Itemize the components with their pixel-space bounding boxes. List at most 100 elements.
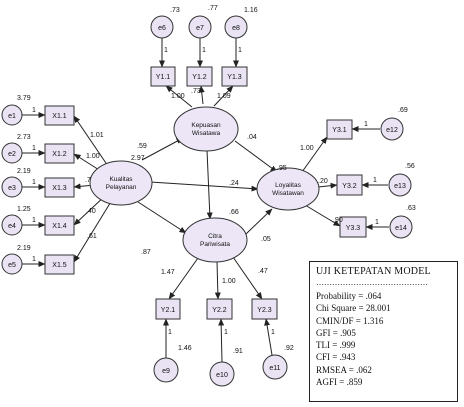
label-e12: e12: [386, 127, 398, 134]
variance-e5: 2.19: [17, 245, 31, 252]
loading-y3-2: .20: [318, 178, 328, 185]
loading-x3: .7: [85, 177, 91, 184]
error-e9: [153, 357, 179, 383]
label-e9: e9: [162, 368, 170, 375]
fit-rmsea: RMSEA = .062: [316, 364, 372, 375]
fixed-one-e5: 1: [32, 256, 36, 263]
err-arrow-e10: [218, 318, 225, 363]
latent-cp-line1: Citra: [208, 233, 222, 240]
load-y1-2: [198, 85, 205, 105]
error-e1: [1, 104, 23, 126]
variance-e1: 3.79: [17, 95, 31, 102]
loading-y2-3: .47: [258, 268, 268, 275]
latent-kp-line2: Pelayanan: [106, 184, 137, 191]
label-y1-1: Y1.1: [156, 74, 171, 81]
fixed-one-e13: 1: [373, 177, 377, 184]
label-y1-3: Y1.3: [227, 74, 242, 81]
error-e10: [209, 361, 235, 387]
variance-e13: .56: [405, 163, 415, 170]
fixed-one-e3: 1: [32, 179, 36, 186]
fixed-one-e6: 1: [164, 47, 168, 54]
label-e1: e1: [8, 113, 16, 120]
loading-y3-3: .90: [333, 217, 343, 224]
latent-cp-line2: Pariwisata: [200, 241, 230, 248]
label-y3-3: Y3.3: [346, 225, 361, 232]
label-e2: e2: [8, 151, 16, 158]
label-x1-5: X1.5: [52, 262, 67, 269]
error-e14: [389, 215, 413, 239]
error-e11: [262, 354, 288, 380]
load-x1: [73, 115, 111, 170]
label-e3: e3: [8, 185, 16, 192]
variance-e4: 1.25: [17, 206, 31, 213]
loading-y1-2: .73: [191, 88, 201, 95]
path-cp-lw: [245, 208, 273, 235]
latent-loyalitas-wisatawan: [256, 167, 320, 211]
latent-lw-line2: Wisatawan: [272, 190, 304, 197]
load-y2-2: [214, 260, 221, 300]
loading-y2-1: 1.47: [161, 269, 175, 276]
variance-e6: .73: [170, 7, 180, 14]
latent-kp-line1: Kualitas: [109, 176, 133, 183]
fixed-one-e1: 1: [32, 107, 36, 114]
r2-citra: .66: [229, 209, 239, 216]
fit-probability: Probability = .064: [316, 291, 382, 301]
label-y2-3: Y2.3: [257, 307, 272, 314]
variance-e7: .77: [208, 5, 218, 12]
error-e13: [388, 173, 412, 197]
label-x1-2: X1.2: [52, 151, 67, 158]
label-e5: e5: [8, 262, 16, 269]
fixed-one-e4: 1: [32, 217, 36, 224]
variance-e14: .63: [406, 205, 416, 212]
fixed-one-e14: 1: [375, 219, 379, 226]
label-e10: e10: [216, 372, 228, 379]
label-y3-2: Y3.2: [342, 183, 357, 190]
error-e2: [1, 142, 23, 164]
variance-e12: .69: [398, 107, 408, 114]
path-kp-cp: [137, 201, 187, 234]
variance-e3: 2.19: [17, 168, 31, 175]
path-kp-kw-estimate: .59: [137, 143, 147, 150]
load-y1-3: [213, 85, 234, 107]
latent-kw-line1: Kepuasan: [191, 122, 221, 129]
load-y1-1: [165, 85, 193, 108]
label-x1-4: X1.4: [52, 223, 67, 230]
fit-chi-square: Chi Square = 28.001: [316, 303, 391, 314]
label-e8: e8: [232, 25, 240, 32]
path-kw-lw: [234, 140, 278, 173]
variance-e8: 1.16: [244, 7, 258, 14]
label-e13: e13: [394, 183, 406, 190]
fixed-one-e10: 1: [224, 329, 228, 336]
label-y2-1: Y2.1: [161, 307, 176, 314]
err-arrow-e11: [264, 318, 273, 356]
loading-y2-2: 1.00: [222, 278, 236, 285]
latent-kw-line2: Wisatawa: [192, 130, 221, 137]
load-x5: [73, 199, 113, 263]
label-x1-1: X1.1: [52, 113, 67, 120]
label-e6: e6: [158, 25, 166, 32]
latent-lw-line1: Loyalitas: [275, 182, 301, 189]
path-kw-cp: [206, 149, 213, 220]
error-e7: [188, 15, 212, 39]
variance-e9: 1.46: [178, 345, 192, 352]
loading-y1-3: 1.09: [217, 93, 231, 100]
loading-x2: 1.00: [86, 153, 100, 160]
loading-x5: .61: [87, 233, 97, 240]
loading-y3-1: 1.00: [300, 145, 314, 152]
fit-gfi: GFI = .905: [316, 327, 356, 338]
r2-loyalitas: .95: [277, 165, 287, 172]
error-e12: [380, 117, 404, 141]
variance-e11: .92: [284, 345, 294, 352]
fixed-one-e2: 1: [32, 145, 36, 152]
variance-e2: 2.73: [17, 134, 31, 141]
label-y2-2: Y2.2: [212, 307, 227, 314]
load-y3-2: [317, 182, 338, 189]
error-e3: [1, 176, 23, 198]
path-kp-kw: [141, 137, 184, 161]
loading-y1-1: 1.00: [171, 93, 185, 100]
label-y3-1: Y3.1: [332, 127, 347, 134]
fit-tli: TLI = .999: [316, 340, 356, 351]
label-x1-3: X1.3: [52, 185, 67, 192]
fit-separator: ……………………………………: [316, 278, 428, 287]
